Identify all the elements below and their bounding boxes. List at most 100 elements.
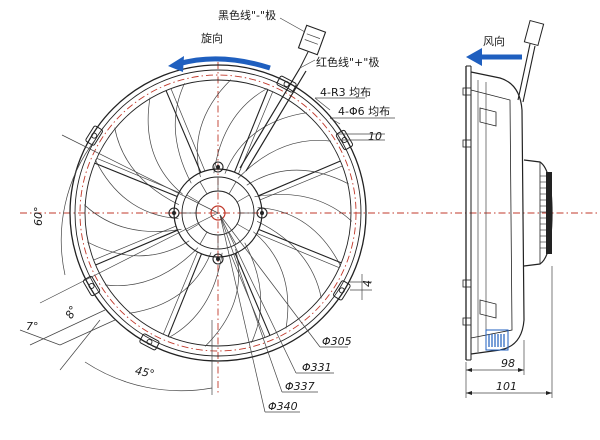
strut-edge: [162, 251, 198, 335]
tab-body: [85, 125, 103, 146]
depth-dimensions: [465, 266, 553, 398]
hub-rib: [199, 231, 208, 245]
holes-r3-label: 4-R3 均布: [320, 86, 371, 99]
hub-boss: [212, 161, 224, 173]
hub-boss-center: [260, 211, 264, 215]
angle-7-label: 7°: [26, 320, 39, 333]
wind-arrowhead-icon: [466, 48, 482, 66]
blade-trailing-edge: [254, 194, 352, 222]
label-plate-stripes: [488, 334, 505, 347]
tab-body: [276, 75, 297, 93]
blade-trailing-edge: [213, 88, 268, 174]
rotation-arrowhead-icon: [168, 56, 184, 72]
strut: [233, 89, 269, 173]
side-view: 风向: [462, 19, 553, 398]
hub-boss: [212, 253, 224, 265]
hub-rib: [199, 181, 208, 195]
strut: [167, 253, 203, 337]
strut: [258, 160, 341, 197]
label-plate: [485, 329, 509, 351]
depth-101-label: 101: [496, 380, 517, 393]
strut: [258, 228, 342, 264]
hub-rib: [186, 223, 200, 232]
diameter-305-label: Φ305: [322, 335, 352, 348]
strut-edge: [170, 88, 206, 172]
tab-hole: [341, 137, 348, 143]
strut-edge: [259, 165, 343, 201]
blade-trailing-edge: [104, 247, 199, 286]
mounting-tab: [333, 280, 351, 301]
hub-bosses: [168, 161, 268, 265]
rotation-arrow-icon: [177, 56, 271, 71]
mounting-tab: [335, 129, 354, 151]
blade-edge: [246, 169, 349, 186]
blade-edge: [257, 207, 342, 267]
strut-edge: [256, 233, 340, 269]
dim-4-label: 4: [361, 280, 374, 287]
red-wire-label: 红色线"+"极: [316, 55, 379, 69]
blade-edge: [204, 248, 240, 347]
black-wire-label: 黑色线"-"极: [218, 8, 276, 22]
blade-trailing-edge: [168, 252, 223, 338]
angle-dimensions: [19, 134, 219, 395]
tab-hole: [88, 283, 95, 289]
shroud-inner-ring: [84, 79, 352, 347]
strut-edge: [230, 254, 266, 338]
diameter-340-label: Φ340: [268, 400, 298, 413]
motor-ribs: [540, 175, 546, 249]
blade-trailing-edge: [84, 204, 182, 232]
mounting-tab: [85, 125, 103, 146]
side-flange: [462, 65, 472, 361]
bolt-circle: [79, 74, 357, 352]
front-view: 黑色线"-"极 红色线"+"极 旋向 4-R3 均布 4-Φ6 均布 10 4 …: [19, 8, 600, 413]
tab-hole: [338, 287, 345, 294]
hub-rib: [228, 181, 237, 195]
blade-edge: [147, 97, 183, 195]
mounting-tab: [139, 333, 160, 351]
blade-edge: [253, 231, 289, 329]
tab-hole: [146, 338, 153, 345]
leader-lines: [219, 17, 395, 413]
angle-60-label: 60°: [32, 207, 45, 227]
blade-trailing-edge: [174, 83, 192, 184]
tab-body: [82, 275, 101, 297]
tab-hole: [91, 132, 98, 139]
hub-rib: [228, 231, 237, 245]
hub-rib: [186, 194, 200, 203]
blade-edge: [196, 79, 232, 178]
side-motor: [523, 159, 553, 267]
shroud-ring-2: [74, 69, 362, 357]
tab-hole: [283, 81, 290, 88]
strut: [165, 90, 202, 173]
hub-rib: [236, 194, 250, 203]
tab-body: [335, 129, 354, 151]
hub-boss-center: [216, 257, 220, 261]
hub-ribs: [182, 177, 254, 249]
depth-98-label: 98: [501, 357, 515, 370]
motor-end-cap: [546, 172, 552, 254]
blade-edge: [87, 240, 190, 257]
angle-45-label: 45°: [134, 364, 156, 381]
tab-body: [333, 280, 351, 301]
dim-10-label: 10: [368, 130, 382, 143]
tab-body: [139, 333, 160, 351]
strut: [234, 253, 271, 336]
side-connector: [517, 19, 545, 103]
hub-rib: [236, 223, 250, 232]
mounting-tab: [276, 75, 297, 93]
mounting-tabs: [82, 75, 354, 351]
hub-boss-center: [172, 211, 176, 215]
hub-boss-center: [216, 165, 220, 169]
diameter-331-label: Φ331: [302, 361, 332, 374]
rotation-label: 旋向: [201, 31, 223, 45]
strut: [95, 229, 178, 266]
blade-edge: [94, 159, 179, 219]
wire-harness: [239, 24, 327, 172]
hub-boss: [168, 207, 180, 219]
wind-label: 风向: [483, 34, 505, 48]
strut-edge: [93, 225, 177, 261]
shroud-outer-ring: [69, 64, 367, 362]
diameter-337-label: Φ337: [285, 380, 315, 393]
